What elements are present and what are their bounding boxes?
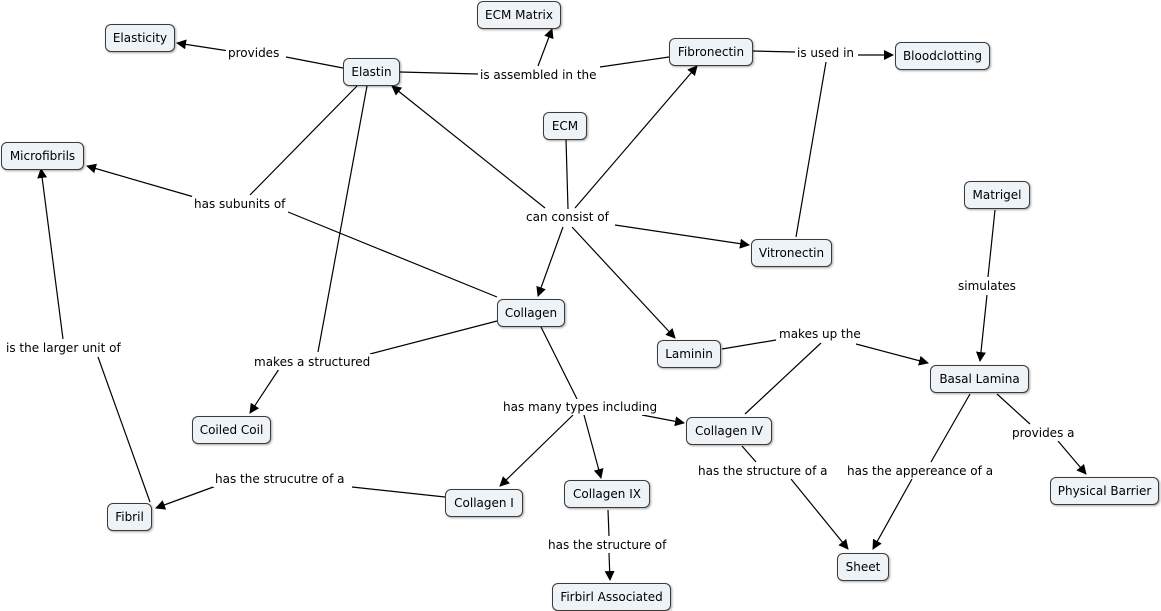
link-has-the-structure-of-a: has the structure of a [696, 463, 830, 479]
concept-sheet[interactable]: Sheet [837, 553, 889, 581]
link-is-assembled-in-the: is assembled in the [478, 67, 599, 83]
concept-physical-barrier[interactable]: Physical Barrier [1050, 477, 1159, 505]
link-has-many-types-including: has many types including [501, 399, 660, 415]
concept-ecm[interactable]: ECM [543, 112, 587, 140]
concept-elasticity[interactable]: Elasticity [105, 24, 175, 52]
concept-collagen[interactable]: Collagen [497, 299, 565, 327]
link-provides: provides [226, 45, 282, 61]
link-has-the-appereance-of-a: has the appereance of a [845, 463, 996, 479]
concept-coiled-coil[interactable]: Coiled Coil [192, 416, 271, 444]
concept-vitronectin[interactable]: Vitronectin [751, 239, 832, 267]
concept-collagen-iv[interactable]: Collagen IV [686, 417, 772, 445]
concept-matrigel[interactable]: Matrigel [964, 181, 1030, 209]
link-makes-up-the: makes up the [777, 326, 863, 342]
concept-microfibrils[interactable]: Microfibrils [1, 142, 84, 170]
link-can-consist-of: can consist of [524, 209, 611, 225]
concept-firbirl-associated[interactable]: Firbirl Associated [552, 583, 671, 611]
concept-collagen-i[interactable]: Collagen I [445, 489, 523, 517]
link-simulates: simulates [956, 278, 1018, 294]
concept-fibronectin[interactable]: Fibronectin [669, 38, 753, 66]
concept-laminin[interactable]: Laminin [657, 340, 721, 368]
link-is-the-larger-unit-of: is the larger unit of [4, 340, 123, 356]
link-has-the-strucutre-of-a: has the strucutre of a [213, 471, 347, 487]
concept-bloodclotting[interactable]: Bloodclotting [895, 42, 990, 70]
link-is-used-in: is used in [795, 45, 857, 61]
concept-collagen-ix[interactable]: Collagen IX [564, 480, 650, 508]
concept-ecm-matrix[interactable]: ECM Matrix [477, 1, 561, 29]
link-provides-a: provides a [1010, 425, 1077, 441]
concept-elastin[interactable]: Elastin [343, 58, 400, 86]
link-has-the-structure-of: has the structure of [546, 537, 669, 553]
concept-fibril[interactable]: Fibril [107, 503, 152, 531]
link-makes-a-structured: makes a structured [252, 354, 373, 370]
link-has-subunits-of: has subunits of [192, 196, 288, 212]
concept-basal-lamina[interactable]: Basal Lamina [930, 365, 1029, 393]
